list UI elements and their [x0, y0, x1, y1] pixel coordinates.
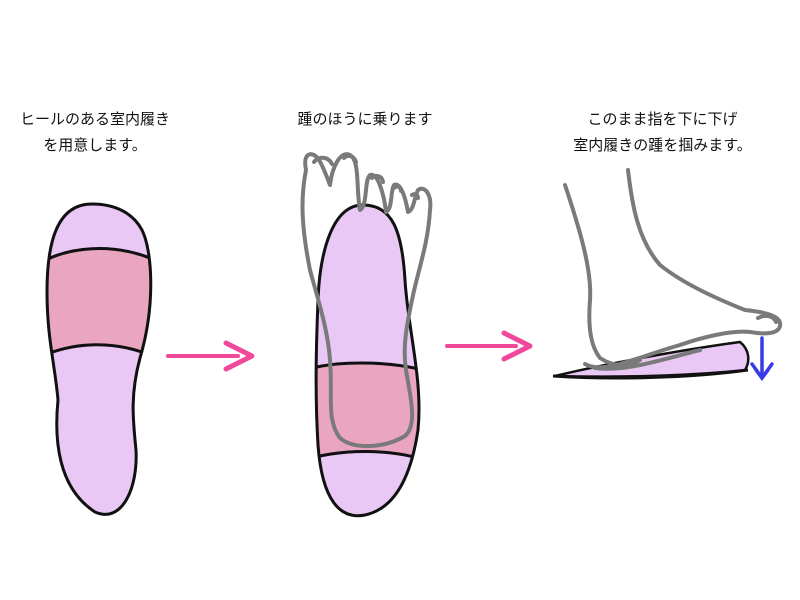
step-1-caption: ヒールのある室内履き を用意します。: [0, 106, 190, 158]
leg-front-line: [583, 168, 783, 370]
arrow-right-1: [166, 340, 255, 372]
step-2-caption: 踵のほうに乗ります: [270, 106, 460, 132]
slipper-with-foot: [314, 203, 421, 518]
slipper-side: [554, 340, 750, 378]
toe-nail-3: [370, 173, 385, 184]
step-3-line-1: このまま指を下に下げ: [587, 110, 738, 128]
toe-nail-2: [342, 153, 358, 164]
step-3-line-2: 室内履きの踵を掴みます。: [573, 136, 752, 154]
slipper-side-view: [552, 340, 750, 380]
slipper-sole-line: [552, 368, 749, 380]
toe-nail: [756, 313, 778, 324]
arrow-down: [750, 336, 774, 382]
slipper-band: [47, 248, 151, 362]
arrow-right-2: [445, 330, 533, 362]
leg-back-line: [563, 183, 642, 367]
step-1-line-2: を用意します。: [43, 136, 147, 154]
step-2-line-1: 踵のほうに乗ります: [297, 110, 433, 128]
big-toe-nail: [312, 155, 334, 166]
toe-nail-5: [410, 192, 420, 200]
slipper-outline: [45, 202, 153, 516]
foot-outline: [300, 152, 433, 449]
slipper-top-view: [45, 202, 153, 516]
sole-contact: [593, 348, 702, 371]
toe-nail-4: [392, 184, 403, 193]
foot-side-view: [563, 168, 783, 371]
step-3-caption: このまま指を下に下げ 室内履きの踵を掴みます。: [555, 106, 770, 158]
step-1-line-1: ヒールのある室内履き: [19, 110, 170, 128]
